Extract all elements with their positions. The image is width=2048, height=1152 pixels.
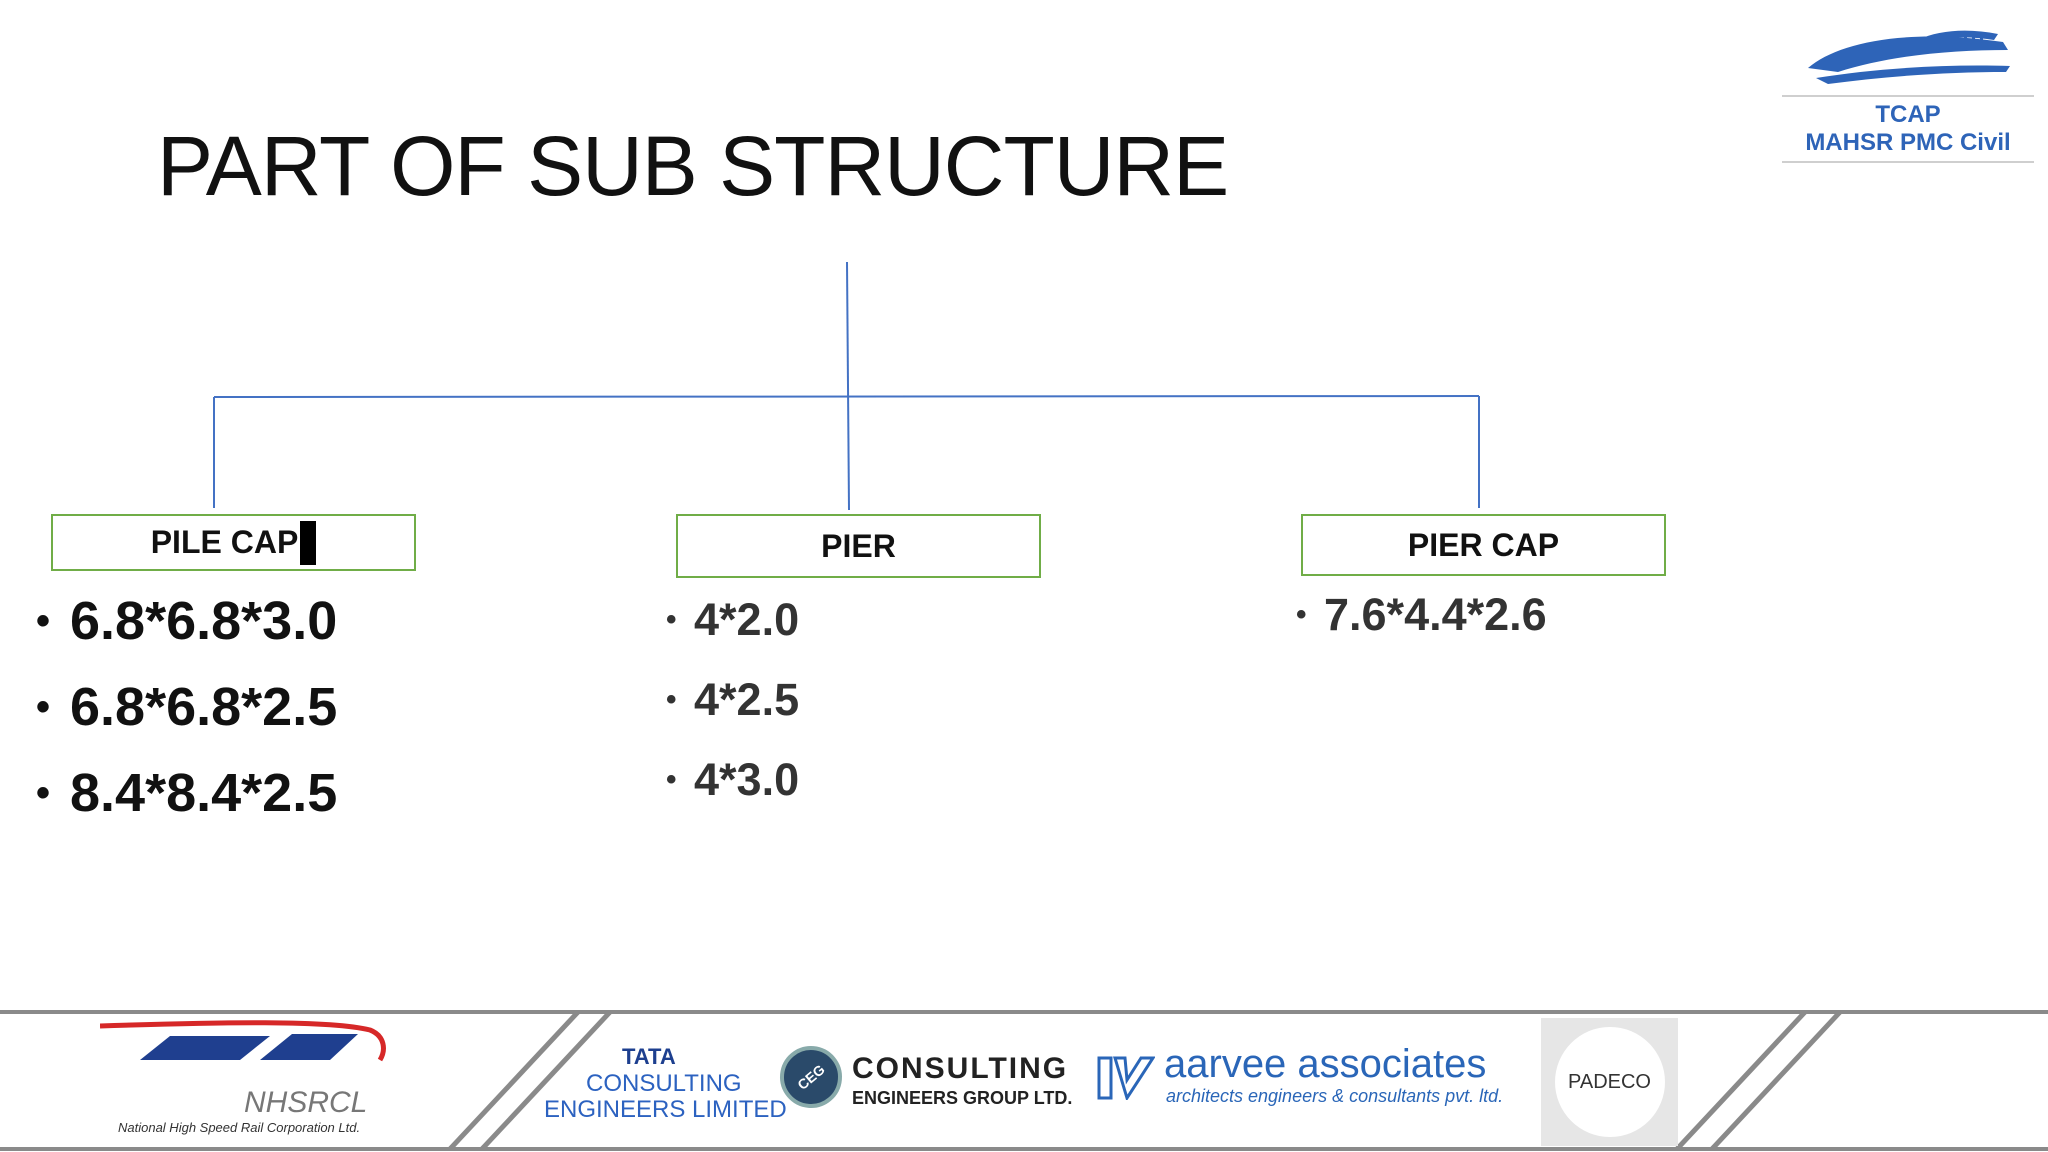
padeco-logo: PADECO	[1541, 1018, 1678, 1146]
bullet-icon: •	[36, 684, 51, 729]
horizontal-connector	[213, 395, 1480, 398]
bullet-train-icon	[1808, 30, 2010, 84]
ceg-line-2: ENGINEERS GROUP LTD.	[852, 1088, 1073, 1108]
node-pier-cap: PIER CAP	[1301, 514, 1666, 576]
list-item: • 6.8*6.8*3.0	[36, 578, 337, 664]
bullet-icon: •	[666, 603, 677, 636]
list-item: • 6.8*6.8*2.5	[36, 664, 337, 750]
list-item: • 8.4*8.4*2.5	[36, 750, 337, 836]
footer-logo-band: NHSRCL National High Speed Rail Corporat…	[0, 1000, 2048, 1152]
node-pile-cap-label: PILE CAP	[150, 524, 299, 560]
tata-line-2: CONSULTING	[586, 1070, 742, 1097]
list-item: • 4*3.0	[666, 740, 799, 820]
aarvee-tagline: architects engineers & consultants pvt. …	[1166, 1086, 1504, 1106]
bullet-icon: •	[666, 763, 677, 796]
list-item: • 7.6*4.4*2.6	[1296, 575, 1547, 655]
node-pile-cap: PILE CAP	[51, 514, 416, 571]
text-cursor	[300, 520, 317, 565]
list-item-text: 6.8*6.8*3.0	[70, 591, 338, 651]
aarvee-logo-icon	[1097, 1056, 1155, 1100]
bullet-icon: •	[36, 770, 51, 815]
list-item-text: 8.4*8.4*2.5	[70, 763, 338, 823]
pile-cap-list: • 6.8*6.8*3.0 • 6.8*6.8*2.5 • 8.4*8.4*2.5	[36, 578, 337, 836]
aarvee-name: aarvee associates	[1164, 1042, 1487, 1086]
bullet-icon: •	[1296, 598, 1307, 631]
tcap-logo: TCAP MAHSR PMC Civil	[1776, 20, 2040, 164]
footer-frame	[0, 1010, 2048, 1151]
hierarchy-connectors	[213, 261, 1480, 511]
logo-line-2: MAHSR PMC Civil	[1805, 129, 2011, 156]
list-item-text: 4*2.5	[694, 674, 800, 725]
page-title: PART OF SUB STRUCTURE	[157, 119, 1229, 213]
padeco-name: PADECO	[1568, 1070, 1651, 1093]
nhsrcl-full-name: National High Speed Rail Corporation Ltd…	[118, 1120, 361, 1135]
list-item-text: 4*2.0	[694, 594, 800, 645]
bullet-icon: •	[666, 683, 677, 716]
node-pier-label: PIER	[821, 527, 896, 564]
list-item: • 4*2.0	[666, 580, 799, 660]
ceg-badge-text: CEG	[794, 1061, 828, 1093]
list-item-text: 6.8*6.8*2.5	[70, 677, 338, 737]
pier-list: • 4*2.0 • 4*2.5 • 4*3.0	[666, 580, 799, 820]
list-item-text: 4*3.0	[694, 754, 800, 805]
root-connector	[846, 261, 850, 511]
tata-line-1: TATA	[622, 1044, 676, 1069]
logo-line-1: TCAP	[1875, 101, 1941, 128]
pier-cap-list: • 7.6*4.4*2.6	[1296, 575, 1547, 655]
node-pier: PIER	[676, 514, 1041, 578]
bullet-icon: •	[36, 598, 51, 643]
list-item: • 4*2.5	[666, 660, 799, 740]
nhsrcl-name: NHSRCL	[244, 1086, 368, 1119]
nhsrcl-logo-icon	[100, 1020, 386, 1062]
node-pier-cap-label: PIER CAP	[1407, 526, 1560, 563]
tata-line-3: ENGINEERS LIMITED	[544, 1096, 787, 1123]
list-item-text: 7.6*4.4*2.6	[1324, 589, 1547, 640]
ceg-line-1: CONSULTING	[852, 1052, 1069, 1085]
